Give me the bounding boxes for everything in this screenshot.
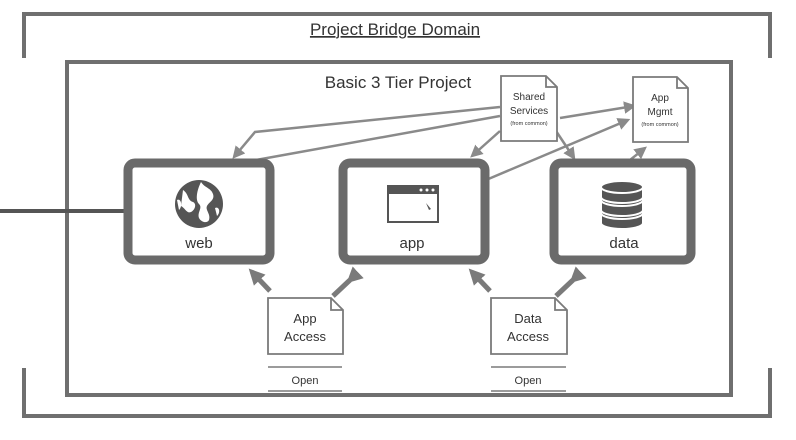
arrow-dataaccess-to-app (468, 268, 492, 293)
arrow-shared-to-data (554, 130, 576, 161)
access-arrows (248, 266, 587, 298)
arrow-shared-to-mgmt (559, 101, 637, 120)
tier-web[interactable]: web (123, 158, 275, 265)
arrow-appaccess-to-web (248, 268, 272, 293)
arrow-dataaccess-to-data (554, 266, 587, 298)
shared-services-line1: Shared (513, 92, 545, 103)
tier-data-label: data (609, 235, 639, 252)
tier-data[interactable]: data (549, 158, 696, 265)
project-title: Basic 3 Tier Project (325, 73, 472, 92)
tier-app[interactable]: app (338, 158, 490, 265)
shared-services-doc[interactable]: Shared Services (from common) (500, 75, 558, 142)
globe-icon (175, 180, 223, 228)
tier-web-label: web (184, 235, 213, 252)
database-icon (600, 180, 644, 230)
app-mgmt-note: (from common) (641, 122, 678, 128)
data-access-open-tag: Open (515, 375, 542, 387)
arrow-shared-to-app (470, 130, 501, 158)
shared-services-note: (from common) (510, 121, 547, 127)
data-access-doc[interactable]: Data Access Open (490, 297, 568, 392)
data-access-line2: Access (507, 329, 549, 344)
app-mgmt-doc[interactable]: App Mgmt (from common) (632, 76, 689, 143)
arrow-appaccess-to-app (331, 266, 364, 298)
service-arrows (232, 101, 647, 182)
arrow-data-to-mgmt (629, 146, 647, 161)
app-access-doc[interactable]: App Access Open (267, 297, 344, 392)
app-access-line1: App (293, 311, 316, 326)
app-mgmt-line2: Mgmt (648, 107, 673, 118)
browser-window-icon (387, 185, 439, 223)
domain-title: Project Bridge Domain (310, 20, 480, 39)
arrow-app-to-mgmt (485, 118, 631, 182)
data-access-line1: Data (514, 311, 542, 326)
arrow-shared-to-web (232, 105, 501, 159)
line-shared-to-web-b (255, 114, 501, 162)
shared-services-line2: Services (510, 106, 548, 117)
app-mgmt-line1: App (651, 93, 669, 104)
app-access-open-tag: Open (292, 375, 319, 387)
tier-app-label: app (399, 235, 424, 252)
app-access-line2: Access (284, 329, 326, 344)
project-frame (65, 60, 733, 397)
domain-frame (22, 12, 772, 418)
